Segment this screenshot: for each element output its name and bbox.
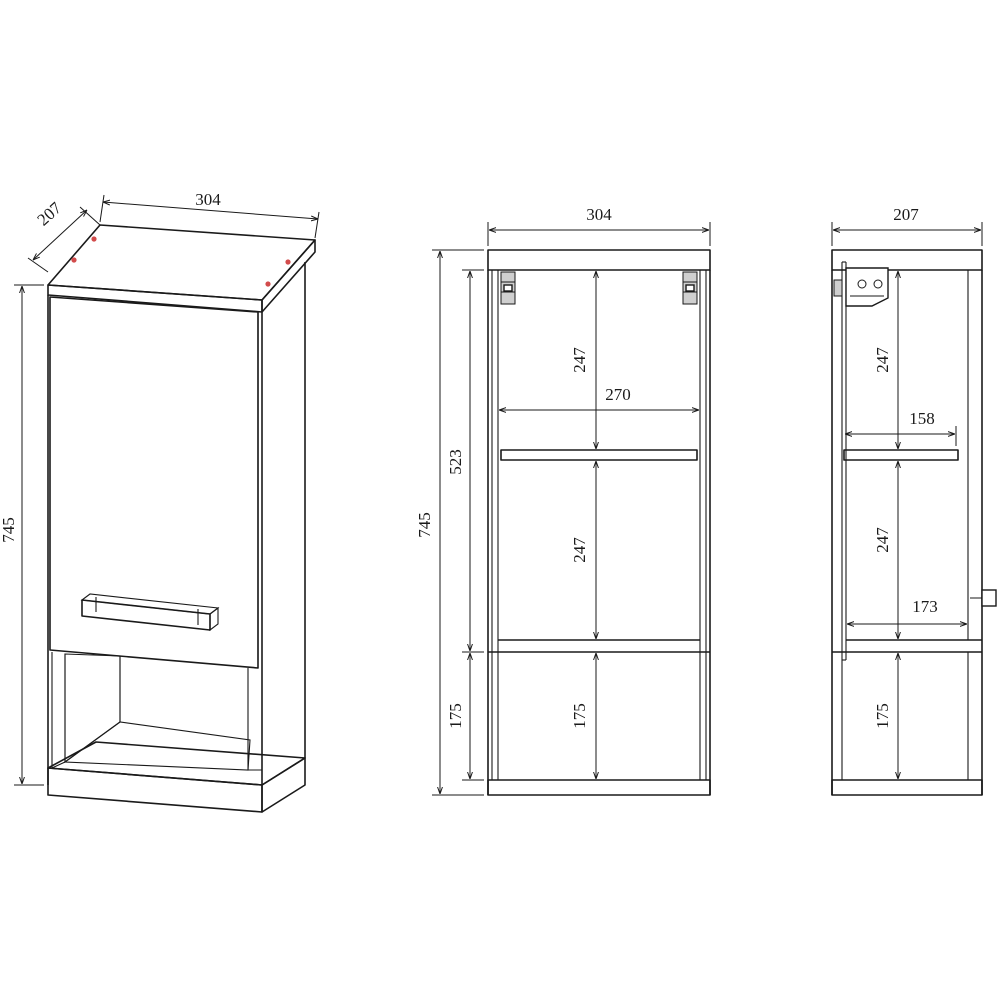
marker-dot [71,257,77,263]
hinge-right [682,271,698,305]
side-bottom-depth-label: 173 [912,597,938,616]
perspective-depth-label: 207 [33,198,65,230]
marker-dot [265,281,271,287]
perspective-view: 207 304 745 [0,190,320,813]
perspective-width-label: 304 [195,190,221,209]
front-width-label: 304 [586,205,612,224]
side-shelf-depth-label: 158 [909,409,935,428]
door [49,296,259,669]
front-lower-compartment-label: 247 [570,537,589,563]
side-upper-compartment-label: 247 [873,347,892,373]
front-shelf [500,449,698,461]
side-lower-compartment-label: 247 [873,527,892,553]
side-depth-label: 207 [893,205,919,224]
marker-dot [91,236,97,242]
front-niche-outer-label: 175 [446,703,465,729]
front-view: 304 745 523 175 247 270 247 175 [415,205,711,796]
front-height-label: 745 [415,512,434,538]
front-cabinet-height-label: 523 [446,449,465,475]
front-niche-inner-label: 175 [570,703,589,729]
wall-hanger [970,589,997,607]
side-shelf [843,449,959,461]
marker-dot [285,259,291,265]
front-inner-width-label: 270 [605,385,631,404]
side-view: 207 247 158 247 173 175 [831,205,997,796]
perspective-height-label: 745 [0,517,18,543]
side-niche-height-label: 175 [873,703,892,729]
hinge-left [500,271,516,305]
front-upper-compartment-label: 247 [570,347,589,373]
side-hinge [833,267,889,307]
